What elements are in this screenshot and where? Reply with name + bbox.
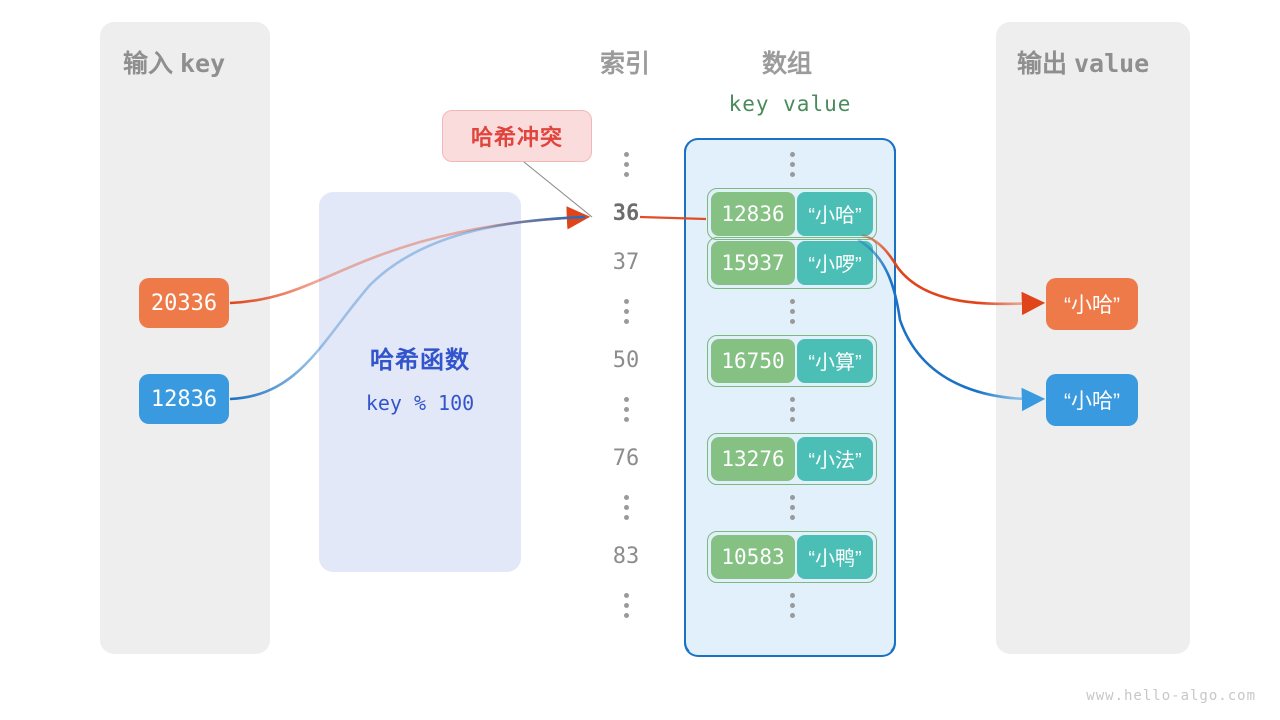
vertical-dots-icon [789, 593, 795, 618]
vertical-dots-icon [789, 397, 795, 422]
index-label-76: 76 [612, 446, 640, 471]
input-key-chip-1[interactable]: 12836 [139, 374, 229, 424]
array-container: 12836“小哈”15937“小啰” 16750“小算” 13276“小法” 1058… [683, 137, 898, 658]
array-ellipsis [686, 385, 898, 434]
array-entry-row[interactable]: 15937“小啰” [686, 236, 898, 289]
array-column-header: 数组 [761, 50, 812, 78]
output-value-panel [996, 22, 1190, 654]
input-panel-title-cjk: 输入 [123, 50, 174, 78]
cell-value: “小法” [797, 436, 873, 481]
cell-key: 15937 [711, 240, 795, 285]
key-value-pair: 12836“小哈” [707, 187, 877, 240]
array-entry-row[interactable]: 13276“小法” [686, 432, 898, 485]
output-panel-title: 输出 value [1017, 44, 1149, 80]
vertical-dots-icon [789, 495, 795, 520]
array-rows: 12836“小哈”15937“小啰” 16750“小算” 13276“小法” 1058… [686, 140, 898, 658]
index-label-36: 36 [612, 201, 640, 226]
output-value-chip-0[interactable]: “小哈” [1046, 278, 1138, 330]
output-value-chip-1[interactable]: “小哈” [1046, 374, 1138, 426]
key-value-pair: 15937“小啰” [707, 236, 877, 289]
key-value-pair: 10583“小鸭” [707, 530, 877, 583]
index-column-header: 索引 [599, 50, 650, 78]
input-panel-title-mono: key [179, 49, 226, 78]
index-ellipsis [592, 287, 660, 336]
vertical-dots-icon [789, 152, 795, 177]
array-entry-row[interactable]: 12836“小哈” [686, 187, 898, 240]
output-panel-title-cjk: 输出 [1017, 50, 1068, 78]
array-entry-row[interactable]: 10583“小鸭” [686, 530, 898, 583]
array-ellipsis [686, 581, 898, 630]
cell-key: 16750 [711, 338, 795, 383]
input-key-panel [100, 22, 270, 654]
vertical-dots-icon [623, 152, 629, 177]
hash-function-title: 哈希函数 [370, 347, 470, 374]
index-label-50: 50 [612, 348, 640, 373]
hash-function-text: 哈希函数 key % 100 [319, 340, 521, 415]
input-key-chip-0[interactable]: 20336 [139, 278, 229, 328]
cell-value: “小啰” [797, 240, 873, 285]
index-ellipsis [592, 140, 660, 189]
index-ellipsis [592, 385, 660, 434]
vertical-dots-icon [789, 299, 795, 324]
index-ellipsis [592, 483, 660, 532]
cell-value: “小鸭” [797, 534, 873, 579]
input-panel-title: 输入 key [123, 44, 225, 80]
cell-value: “小哈” [797, 191, 873, 236]
index-label-37: 37 [612, 250, 640, 275]
cell-value: “小算” [797, 338, 873, 383]
vertical-dots-icon [623, 495, 629, 520]
key-value-pair: 13276“小法” [707, 432, 877, 485]
vertical-dots-icon [623, 593, 629, 618]
output-panel-title-mono: value [1073, 49, 1150, 78]
collision-connector [523, 161, 593, 218]
key-value-header: key value [728, 92, 852, 116]
cell-key: 13276 [711, 436, 795, 481]
hash-collision-callout: 哈希冲突 [442, 110, 592, 162]
index-ellipsis [592, 581, 660, 630]
array-entry-row[interactable]: 16750“小算” [686, 334, 898, 387]
key-value-pair: 16750“小算” [707, 334, 877, 387]
watermark: www.hello-algo.com [1086, 688, 1256, 704]
index-label-83: 83 [612, 544, 640, 569]
cell-key: 12836 [711, 191, 795, 236]
array-ellipsis [686, 483, 898, 532]
index-column: 36 37 50 76 83 [592, 140, 660, 630]
vertical-dots-icon [623, 397, 629, 422]
vertical-dots-icon [623, 299, 629, 324]
hash-function-formula: key % 100 [365, 391, 475, 415]
array-ellipsis [686, 287, 898, 336]
array-ellipsis [686, 140, 898, 189]
cell-key: 10583 [711, 534, 795, 579]
